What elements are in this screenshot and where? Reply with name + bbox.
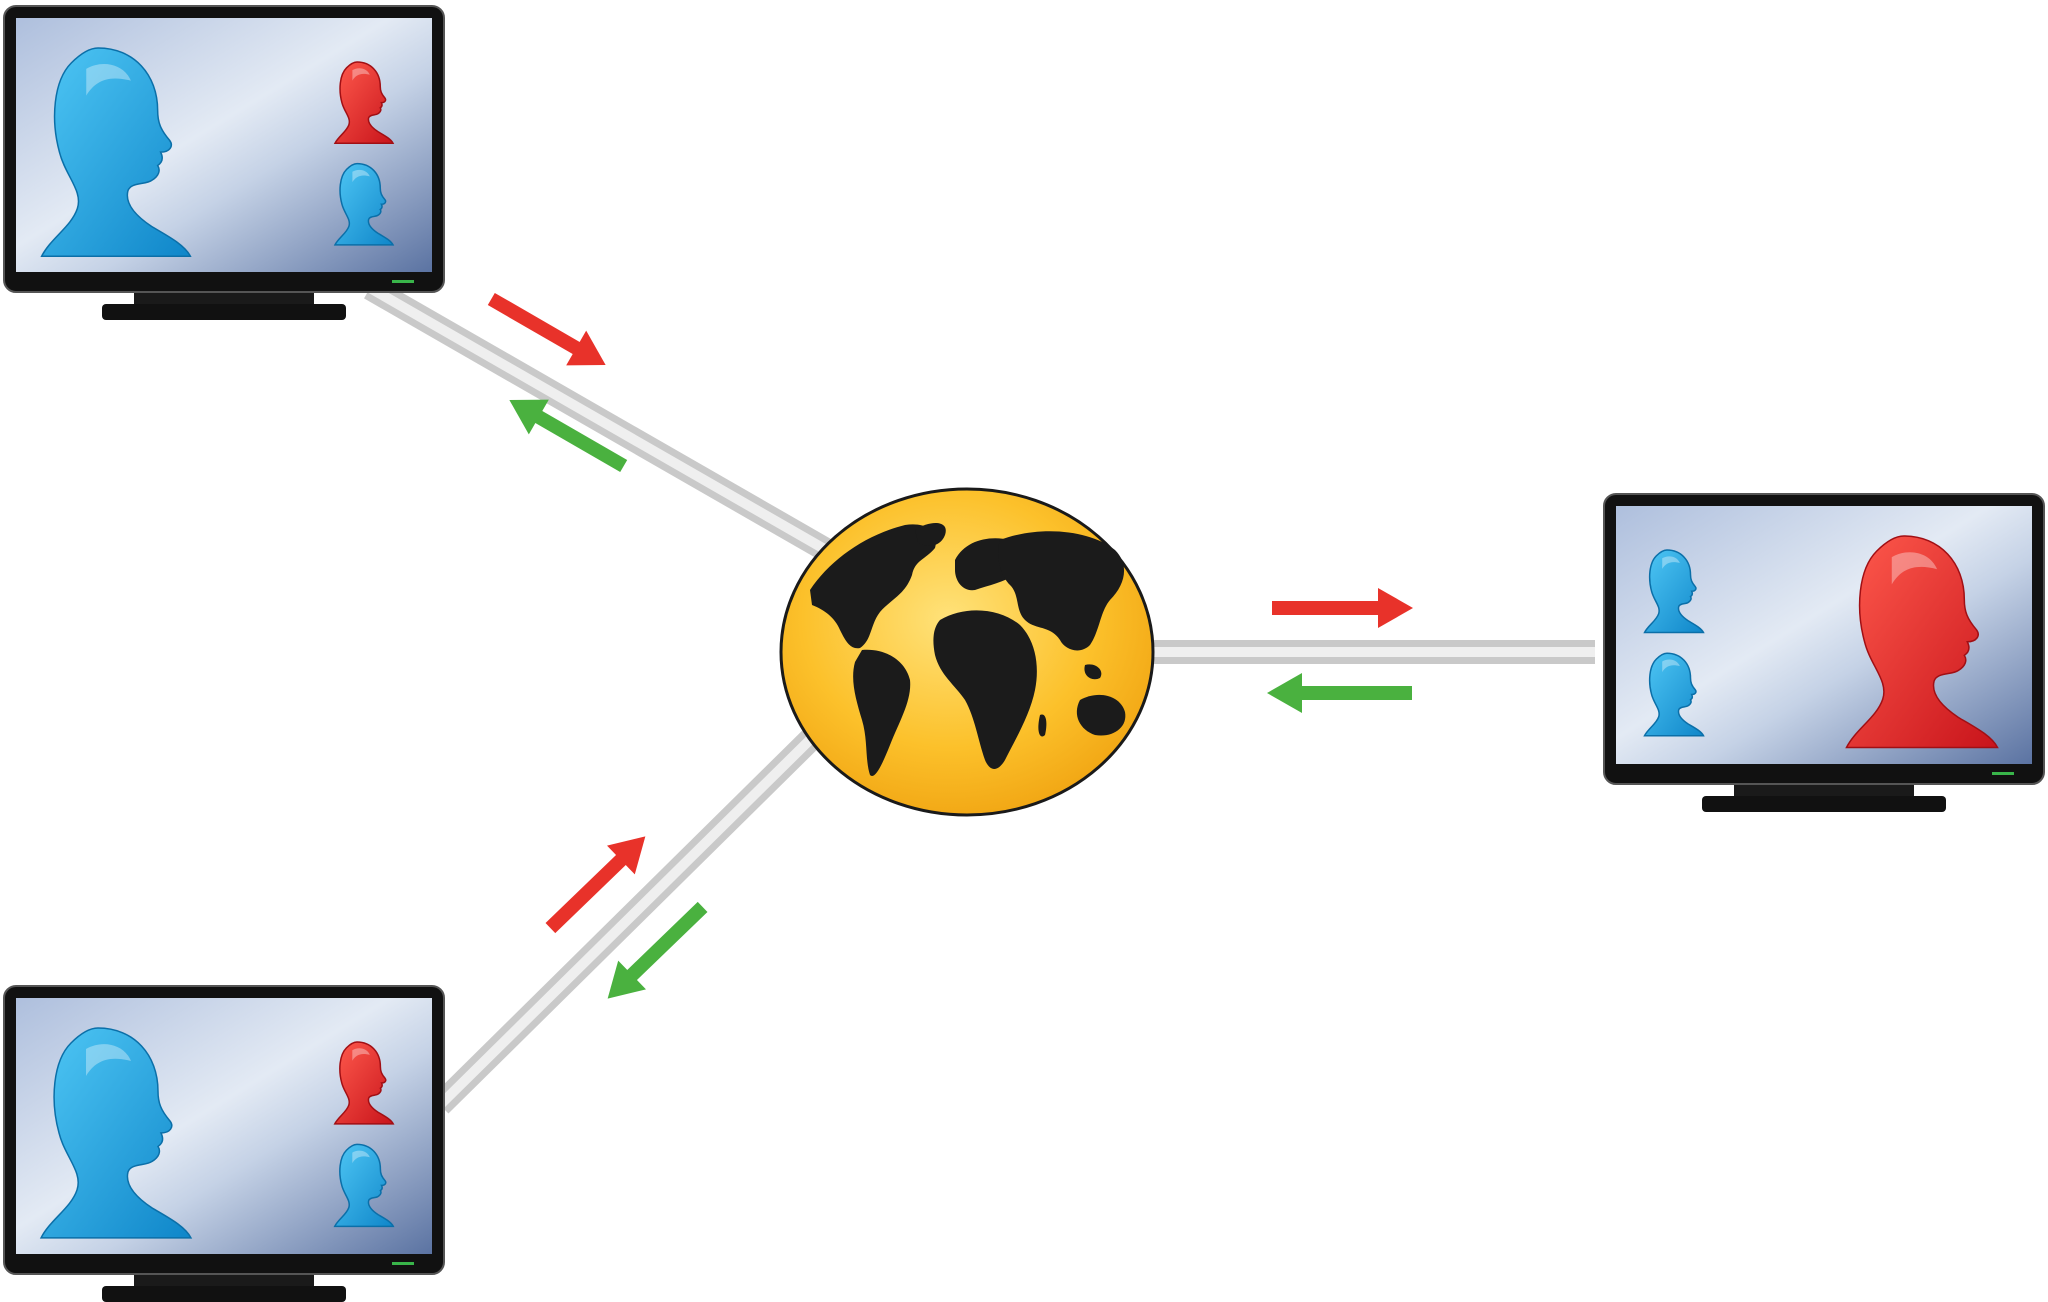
incoming-arrow-right — [1267, 673, 1412, 713]
incoming-arrow-top-left — [509, 399, 628, 473]
side-participant-head-icon — [333, 1143, 395, 1228]
globe-icon — [779, 487, 1155, 817]
monitor-bottom-left — [3, 985, 445, 1302]
monitor-top-left — [3, 5, 445, 320]
side-participant-head-icon — [1643, 652, 1705, 737]
monitor-base — [102, 304, 346, 320]
main-participant-head-icon — [39, 1027, 193, 1239]
monitor-right — [1603, 493, 2045, 812]
side-participant-head-icon — [1643, 549, 1705, 634]
monitor-stand — [1734, 782, 1914, 800]
cables — [364, 277, 1595, 1114]
outgoing-arrow-bottom-left — [545, 836, 646, 934]
side-participant-head-icon — [333, 162, 395, 246]
outgoing-arrow-right — [1272, 588, 1413, 628]
monitor-stand — [134, 1272, 314, 1290]
incoming-arrow-bottom-left — [607, 901, 708, 999]
power-led — [392, 280, 414, 283]
continents — [810, 523, 1126, 776]
monitor-stand — [134, 290, 314, 308]
flow-arrows — [487, 292, 1413, 999]
main-participant-head-icon — [40, 47, 192, 258]
power-led — [1992, 772, 2014, 775]
main-participant-head-icon — [1845, 535, 1999, 749]
monitor-base — [1702, 796, 1946, 812]
power-led — [392, 1262, 414, 1265]
side-participant-head-icon — [333, 1041, 395, 1125]
outgoing-arrow-top-left — [487, 292, 606, 366]
side-participant-head-icon — [333, 61, 395, 145]
monitor-base — [102, 1286, 346, 1302]
